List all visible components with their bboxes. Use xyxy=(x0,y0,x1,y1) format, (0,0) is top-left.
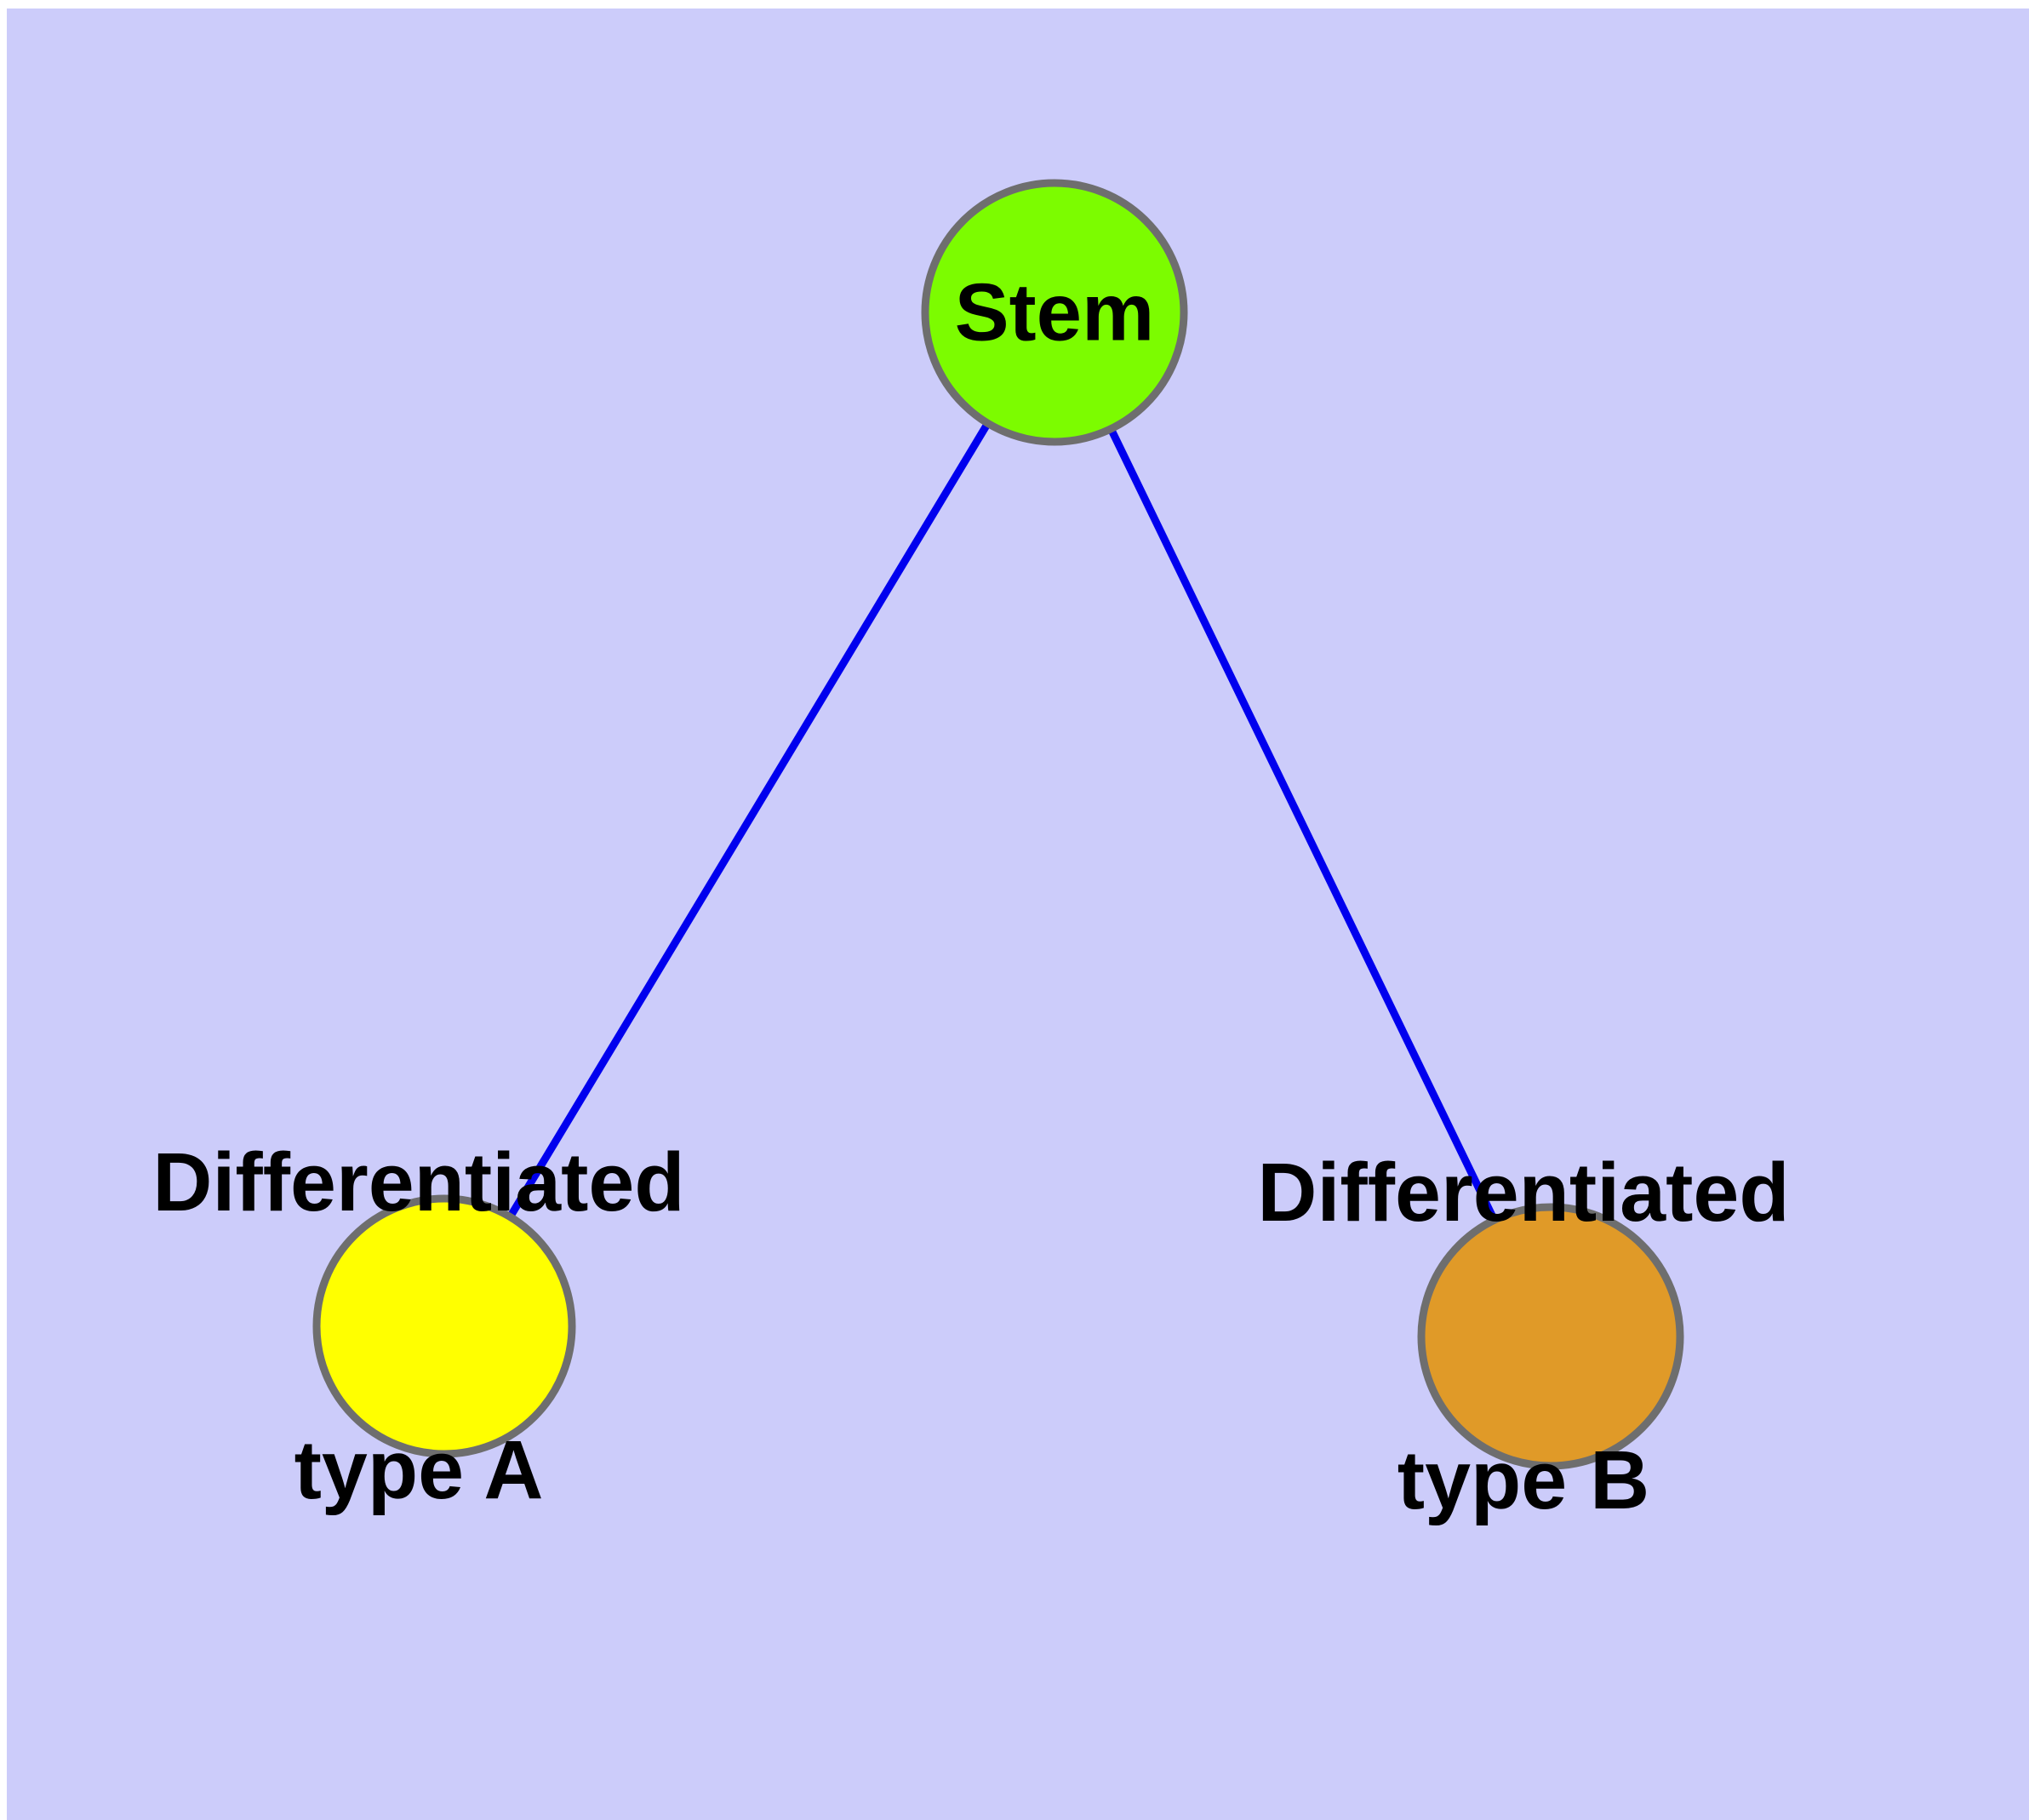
node-stem[interactable] xyxy=(921,179,1188,446)
node-differentiated-type-a[interactable] xyxy=(312,1194,576,1458)
edges-layer xyxy=(507,422,1497,1221)
edge-stem-to-differentiated-type-b xyxy=(1108,428,1497,1221)
node-differentiated-type-b[interactable] xyxy=(1417,1203,1684,1470)
nodes-layer xyxy=(312,179,1684,1470)
edge-stem-to-differentiated-type-a xyxy=(507,422,991,1218)
